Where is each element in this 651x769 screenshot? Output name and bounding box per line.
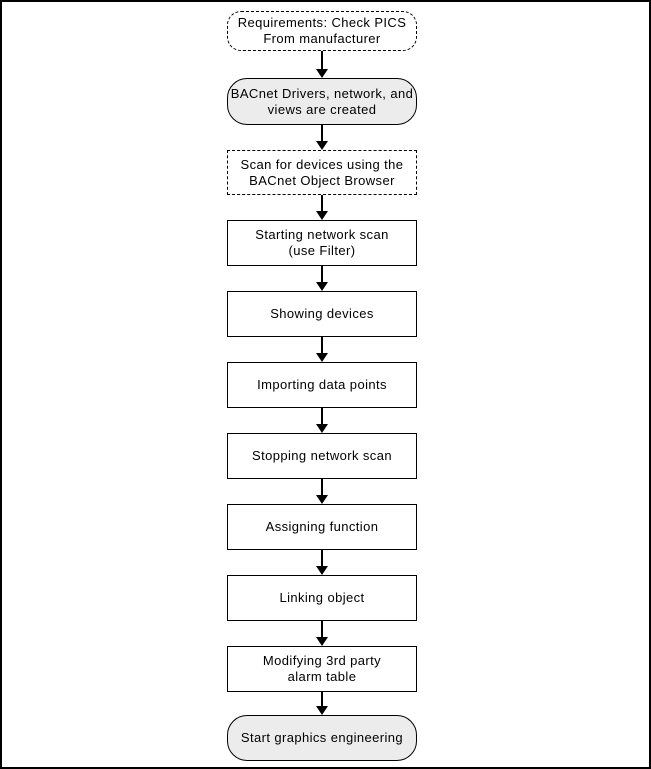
- flow-node-assigning-function: Assigning function: [227, 504, 417, 550]
- flow-node-linking-object: Linking object: [227, 575, 417, 621]
- flow-arrow-1: [316, 51, 328, 78]
- flow-arrow-7: [316, 479, 328, 504]
- flow-arrow-8: [316, 550, 328, 575]
- flow-arrow-3: [316, 195, 328, 220]
- flow-arrow-10: [316, 692, 328, 715]
- flow-node-showing-devices: Showing devices: [227, 291, 417, 337]
- flow-node-drivers-created: BACnet Drivers, network, and views are c…: [227, 78, 417, 125]
- flow-node-requirements: Requirements: Check PICS From manufactur…: [227, 11, 417, 51]
- flow-node-modifying-alarm: Modifying 3rd party alarm table: [227, 646, 417, 692]
- flow-arrow-4: [316, 266, 328, 291]
- flow-node-scan-for-devices: Scan for devices using the BACnet Object…: [227, 150, 417, 195]
- flow-arrow-6: [316, 408, 328, 433]
- flow-arrow-9: [316, 621, 328, 646]
- flow-arrow-5: [316, 337, 328, 362]
- flow-node-stopping-scan: Stopping network scan: [227, 433, 417, 479]
- flow-node-starting-scan: Starting network scan (use Filter): [227, 220, 417, 266]
- flow-node-importing-points: Importing data points: [227, 362, 417, 408]
- flow-node-start-graphics: Start graphics engineering: [227, 715, 417, 761]
- flow-arrow-2: [316, 125, 328, 150]
